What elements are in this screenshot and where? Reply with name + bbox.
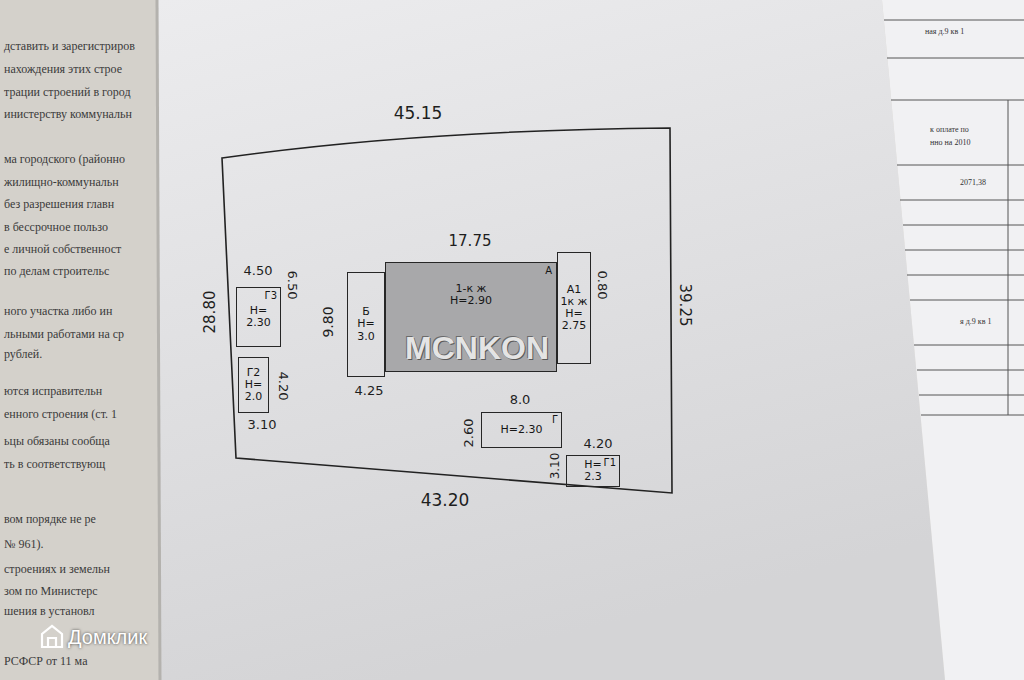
background-page-text: трации строений в город xyxy=(4,86,131,99)
building-label: 1-к ж xyxy=(455,283,486,295)
background-page-text: енного строения (ст. 1 xyxy=(4,408,117,421)
paper-edge xyxy=(157,0,160,680)
dimension-label: 39.25 xyxy=(677,284,694,327)
building-label: 3.0 xyxy=(357,331,375,343)
background-page-text: ть в соответствующ xyxy=(4,458,105,471)
building-label: А xyxy=(545,265,552,276)
domclick-logo xyxy=(42,626,62,647)
background-page-text: инистерству коммунальн xyxy=(4,108,132,121)
building-label: Н= xyxy=(245,379,263,391)
building-label: Н= xyxy=(565,308,583,320)
building-label: 1к ж xyxy=(560,296,587,308)
background-page-text: нахождения этих строе xyxy=(4,63,122,76)
building-label: Н=2.30 xyxy=(501,424,543,436)
background-page-text: е личной собственност xyxy=(4,243,121,256)
right-page xyxy=(882,0,1024,680)
background-page-text: зом по Министерс xyxy=(4,585,98,598)
table-page-text: 2071,38 xyxy=(960,179,986,188)
dimension-label: 4.20 xyxy=(584,437,613,451)
background-page-text: дставить и зарегистриров xyxy=(4,40,135,53)
background-page-text: в бессрочное пользо xyxy=(4,221,108,234)
dimension-label: 8.0 xyxy=(510,393,531,407)
table-page-text: ная д.9 кв 1 xyxy=(925,28,964,37)
background-page-text: ного участка либо ин xyxy=(4,305,112,318)
table-page-text: я д.9 кв 1 xyxy=(960,318,991,327)
background-page-text: вом порядке не ре xyxy=(4,513,96,526)
building-box: Г Н=2.30 xyxy=(481,412,562,448)
building-label: 2.75 xyxy=(562,320,587,332)
background-page-text: шения в установл xyxy=(4,605,95,618)
building-label: Н= xyxy=(357,318,375,330)
center-paper xyxy=(157,0,945,680)
dimension-label: 45.15 xyxy=(394,104,443,123)
building-label: Г3 xyxy=(265,290,277,301)
dimension-label: 4.20 xyxy=(276,372,290,401)
building-box: БН=3.0 xyxy=(347,272,385,377)
dimension-label: 4.50 xyxy=(244,264,273,278)
building-label: Г xyxy=(552,414,558,425)
dimension-label: 0.80 xyxy=(595,271,609,300)
building-label: Н= xyxy=(250,305,268,317)
background-page-text: жилищно-коммунальн xyxy=(4,176,119,189)
background-page-text: № 961). xyxy=(4,538,43,551)
background-page-text: по делам строительс xyxy=(4,265,109,278)
background-page-text: рублей. xyxy=(4,348,42,361)
dimension-label: 9.80 xyxy=(321,306,336,337)
dimension-label: 43.20 xyxy=(421,491,470,510)
building-label: 2.30 xyxy=(246,317,271,329)
table-page-text: нно на 2010 xyxy=(930,139,970,148)
dimension-label: 28.80 xyxy=(202,291,219,334)
background-page-text: ьцы обязаны сообща xyxy=(4,435,110,448)
watermark: MCNKON xyxy=(405,331,549,366)
building-label: Н=2.90 xyxy=(450,295,492,307)
dimension-label: 3.10 xyxy=(549,453,562,480)
building-box: Г1Н=2.3 xyxy=(566,455,620,487)
dimension-label: 2.60 xyxy=(462,419,476,448)
building-label: 2.0 xyxy=(245,391,263,403)
table-lines xyxy=(884,20,1024,415)
dimension-label: 17.75 xyxy=(449,233,492,250)
table-page-text: к оплате по xyxy=(930,126,969,135)
background-page-text: ются исправительн xyxy=(4,385,102,398)
building-label: Г1 xyxy=(604,457,616,468)
dimension-label: 3.10 xyxy=(248,418,277,432)
building-label: Б xyxy=(362,306,370,318)
dimension-label: 4.25 xyxy=(355,384,384,398)
background-page-text: ма городского (районно xyxy=(4,153,125,166)
building-box: Г3Н=2.30 xyxy=(236,287,281,347)
dimension-label: 6.50 xyxy=(285,271,299,300)
building-box: Г2Н=2.0 xyxy=(238,357,269,413)
background-page-text: льными работами на ср xyxy=(4,328,124,341)
building-label: 2.3 xyxy=(584,471,602,483)
plot-boundary xyxy=(222,128,672,493)
background-page-text: без разрешения главн xyxy=(4,198,114,211)
building-label: Н= xyxy=(584,459,602,471)
domclick-watermark: Домклик xyxy=(68,626,147,648)
background-page-text: РСФСР от 11 ма xyxy=(4,655,87,668)
building-label: Г2 xyxy=(247,367,261,379)
building-box: А11к жН=2.75 xyxy=(557,252,591,364)
building-label: А1 xyxy=(567,284,582,296)
background-page-text: строениях и земельн xyxy=(4,563,110,576)
